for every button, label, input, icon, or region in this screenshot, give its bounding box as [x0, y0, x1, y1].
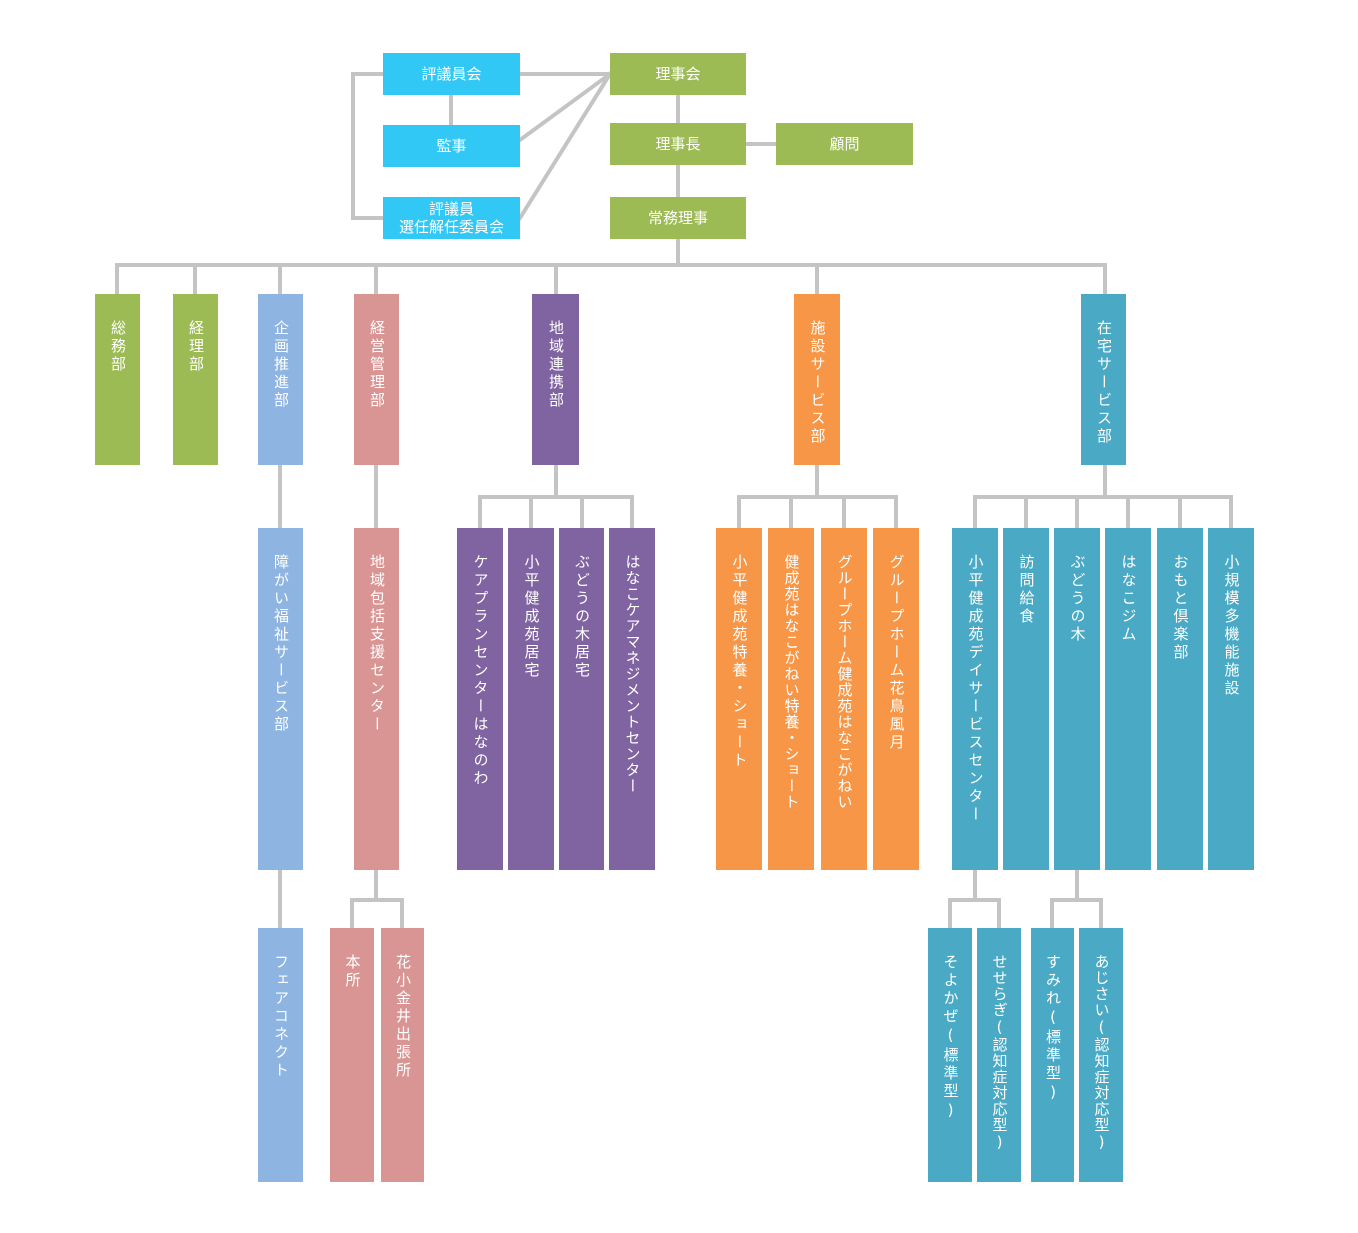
unit-grouphome-kachoufuugetsu-label: グループホーム花鳥風月: [887, 554, 906, 752]
unit-disability-welfare-label: 障がい福祉サービス部: [272, 554, 290, 734]
unit-grouphome-kachoufuugetsu: グループホーム花鳥風月: [873, 528, 919, 870]
unit-budou-no-ki-home-label: ぶどうの木居宅: [573, 554, 591, 680]
unit-grouphome-kenseien-label: グループホーム健成苑はなこがねい: [835, 554, 854, 810]
advisor-label: 顧問: [829, 135, 860, 153]
unit-budou-no-ki-home: ぶどうの木居宅: [559, 528, 604, 870]
unit-seseragi: せせらぎ(認知症対応型): [977, 928, 1021, 1182]
dept-community: 地域連携部: [532, 294, 579, 465]
unit-kenseien-hanakoganei-special: 健成苑はなこがねい特養・ショート: [768, 528, 814, 870]
unit-omoto-club: おもと倶楽部: [1157, 528, 1203, 870]
chairman-label: 理事長: [655, 135, 701, 153]
connector-line: [517, 71, 613, 143]
dept-facility-services-label: 施設サービス部: [808, 320, 827, 446]
unit-care-plan-center-label: ケアプランセンターはなのわ: [471, 554, 490, 788]
dept-accounting-label: 経理部: [187, 320, 205, 374]
auditor-label: 監事: [436, 137, 467, 155]
unit-hanako-care-mgmt: はなこケアマネジメントセンター: [609, 528, 655, 870]
unit-ajisai: あじさい(認知症対応型): [1079, 928, 1123, 1182]
unit-small-multi-function: 小規模多機能施設: [1208, 528, 1254, 870]
unit-home-meal-delivery: 訪問給食: [1003, 528, 1049, 870]
unit-hanako-care-mgmt-label: はなこケアマネジメントセンター: [623, 554, 642, 794]
unit-disability-welfare: 障がい福祉サービス部: [258, 528, 303, 870]
dept-community-label: 地域連携部: [547, 320, 565, 410]
unit-home-meal-delivery-label: 訪問給食: [1017, 554, 1036, 626]
unit-soyokaze-label: そよかぜ(標準型): [941, 954, 960, 1122]
board-of-directors-label: 理事会: [655, 65, 701, 83]
unit-kodaira-day-service: 小平健成苑デイサービスセンター: [952, 528, 998, 870]
unit-kodaira-kenseien-special: 小平健成苑特養・ショート: [716, 528, 762, 870]
advisor-box: 顧問: [776, 123, 913, 165]
dept-facility-services: 施設サービス部: [794, 294, 840, 465]
council-label: 評議員会: [421, 65, 482, 83]
unit-seseragi-label: せせらぎ(認知症対応型): [990, 954, 1009, 1152]
selection-committee-label: 評議員 選任解任委員会: [398, 200, 504, 236]
dept-general-affairs-label: 総務部: [109, 320, 127, 374]
unit-grouphome-kenseien: グループホーム健成苑はなこがねい: [821, 528, 867, 870]
auditor-box: 監事: [383, 125, 520, 167]
unit-community-support-center: 地域包括支援センター: [354, 528, 399, 870]
unit-hanakoganei-branch-label: 花小金井出張所: [394, 954, 412, 1080]
unit-main-office: 本所: [330, 928, 374, 1182]
unit-hanako-gym: はなこジム: [1105, 528, 1151, 870]
dept-planning: 企画推進部: [258, 294, 303, 465]
unit-care-plan-center: ケアプランセンターはなのわ: [457, 528, 503, 870]
dept-home-services: 在宅サービス部: [1081, 294, 1126, 465]
managing-director-box: 常務理事: [610, 197, 746, 239]
dept-home-services-label: 在宅サービス部: [1095, 320, 1113, 446]
unit-fair-connect: フェアコネクト: [258, 928, 303, 1182]
board-of-directors-box: 理事会: [610, 53, 746, 95]
unit-small-multi-function-label: 小規模多機能施設: [1222, 554, 1241, 698]
unit-kodaira-kenseien-home: 小平健成苑居宅: [508, 528, 554, 870]
unit-kodaira-kenseien-special-label: 小平健成苑特養・ショート: [730, 554, 749, 770]
unit-sumire-label: すみれ(標準型): [1044, 954, 1062, 1104]
unit-kodaira-kenseien-home-label: 小平健成苑居宅: [522, 554, 541, 680]
unit-community-support-center-label: 地域包括支援センター: [368, 554, 386, 734]
unit-budou-no-ki: ぶどうの木: [1054, 528, 1100, 870]
selection-committee-box: 評議員 選任解任委員会: [383, 197, 520, 239]
unit-fair-connect-label: フェアコネクト: [272, 954, 290, 1080]
managing-director-label: 常務理事: [647, 209, 708, 227]
unit-soyokaze: そよかぜ(標準型): [928, 928, 972, 1182]
unit-ajisai-label: あじさい(認知症対応型): [1092, 954, 1111, 1152]
unit-budou-no-ki-label: ぶどうの木: [1068, 554, 1087, 644]
unit-omoto-club-label: おもと倶楽部: [1171, 554, 1190, 662]
dept-planning-label: 企画推進部: [272, 320, 290, 410]
connector-line: [517, 71, 613, 221]
unit-kenseien-hanakoganei-special-label: 健成苑はなこがねい特養・ショート: [782, 554, 801, 810]
chairman-box: 理事長: [610, 123, 746, 165]
dept-management-label: 経営管理部: [368, 320, 386, 410]
dept-accounting: 経理部: [173, 294, 218, 465]
unit-hanakoganei-branch: 花小金井出張所: [381, 928, 424, 1182]
unit-main-office-label: 本所: [343, 954, 362, 990]
dept-general-affairs: 総務部: [95, 294, 140, 465]
unit-sumire: すみれ(標準型): [1031, 928, 1074, 1182]
unit-hanako-gym-label: はなこジム: [1119, 554, 1138, 644]
dept-management: 経営管理部: [354, 294, 399, 465]
council-box: 評議員会: [383, 53, 520, 95]
unit-kodaira-day-service-label: 小平健成苑デイサービスセンター: [966, 554, 985, 824]
